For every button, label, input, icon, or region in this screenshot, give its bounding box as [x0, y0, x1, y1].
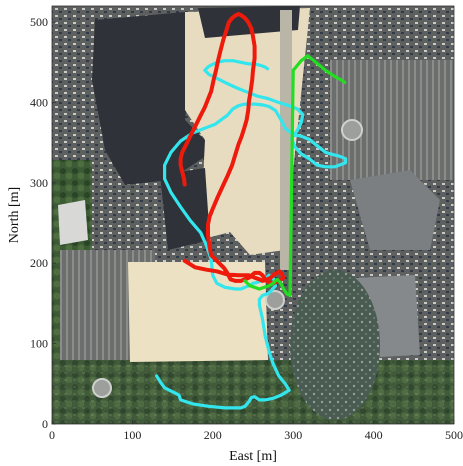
tree-band-south: [52, 360, 454, 424]
y-tick-label-0: 0: [42, 417, 48, 431]
roundabout-east: [341, 119, 363, 141]
x-tick-label-0: 0: [49, 428, 55, 442]
y-axis-ticks: 0 100 200 300 400 500: [30, 15, 56, 431]
building-northeast: [350, 170, 440, 250]
x-tick-label-3: 300: [284, 428, 302, 442]
x-tick-label-2: 200: [204, 428, 222, 442]
y-tick-label-5: 500: [30, 15, 48, 29]
trajectory-series: [154, 12, 348, 410]
series-line-1: [178, 12, 286, 286]
x-axis-label: East [m]: [229, 449, 277, 464]
series-line-0: [154, 59, 348, 410]
series-line-2: [243, 54, 347, 297]
roundabout-south: [92, 378, 112, 398]
building-southwest: [58, 200, 88, 245]
roundabout-mid: [265, 290, 285, 310]
pond: [290, 270, 380, 420]
y-tick-label-1: 100: [30, 337, 48, 351]
y-tick-label-2: 200: [30, 256, 48, 270]
y-tick-label-4: 400: [30, 95, 48, 109]
mall-plaza-south: [128, 262, 268, 362]
x-tick-label-4: 400: [365, 428, 383, 442]
walkway-east: [280, 10, 292, 270]
x-axis-ticks: 0 100 200 300 400 500: [49, 420, 463, 442]
y-tick-label-3: 300: [30, 176, 48, 190]
x-tick-label-5: 500: [445, 428, 463, 442]
x-tick-label-1: 100: [123, 428, 141, 442]
mall-roof-main: [92, 12, 215, 185]
y-axis-label: North [m]: [7, 187, 22, 243]
plot-frame: [51, 5, 455, 425]
